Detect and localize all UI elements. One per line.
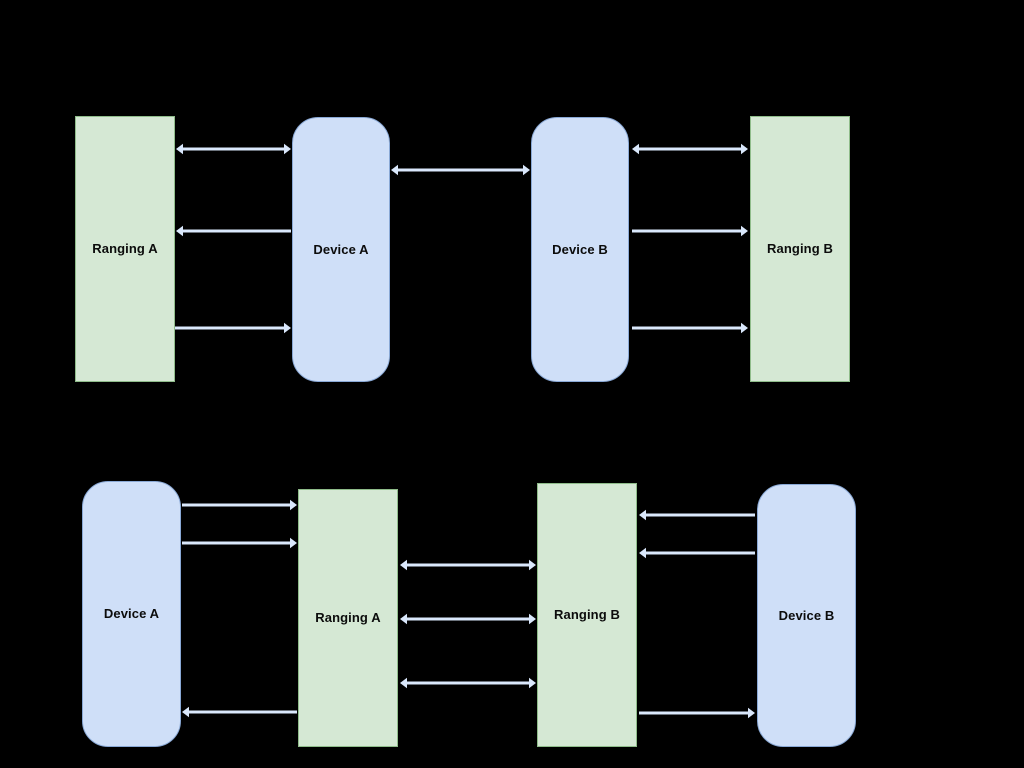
node-label: Device A [313, 241, 369, 257]
node-label: Ranging A [92, 241, 158, 257]
node-bot-device-b[interactable]: Device B [757, 484, 856, 747]
node-top-ranging-a[interactable]: Ranging A [75, 116, 175, 382]
edge-arrow-right [174, 537, 305, 549]
node-top-ranging-b[interactable]: Ranging B [750, 116, 850, 382]
node-bot-ranging-a[interactable]: Ranging A [298, 489, 398, 747]
edge-arrow-both [168, 143, 299, 155]
node-top-device-a[interactable]: Device A [292, 117, 390, 382]
edge-arrow-both [392, 677, 544, 689]
edge-arrow-left [631, 509, 763, 521]
edge-arrow-right [165, 322, 299, 334]
edge-arrow-left [631, 547, 763, 559]
edge-arrow-both [392, 613, 544, 625]
node-label: Device B [778, 607, 835, 623]
edge-arrow-left [174, 706, 305, 718]
edge-arrow-both [383, 164, 538, 176]
edge-arrow-right [624, 225, 756, 237]
edge-arrow-right [174, 499, 305, 511]
node-top-device-b[interactable]: Device B [531, 117, 629, 382]
node-bot-device-a[interactable]: Device A [82, 481, 181, 747]
edge-arrow-right [631, 707, 763, 719]
node-label: Device B [552, 241, 608, 257]
edge-arrow-both [624, 143, 756, 155]
edge-arrow-right [624, 322, 756, 334]
edge-arrow-both [392, 559, 544, 571]
node-label: Ranging B [767, 241, 833, 257]
edge-arrow-left [168, 225, 299, 237]
node-label: Ranging A [315, 610, 381, 626]
node-bot-ranging-b[interactable]: Ranging B [537, 483, 637, 747]
node-label: Device A [103, 606, 160, 622]
node-label: Ranging B [554, 607, 620, 623]
